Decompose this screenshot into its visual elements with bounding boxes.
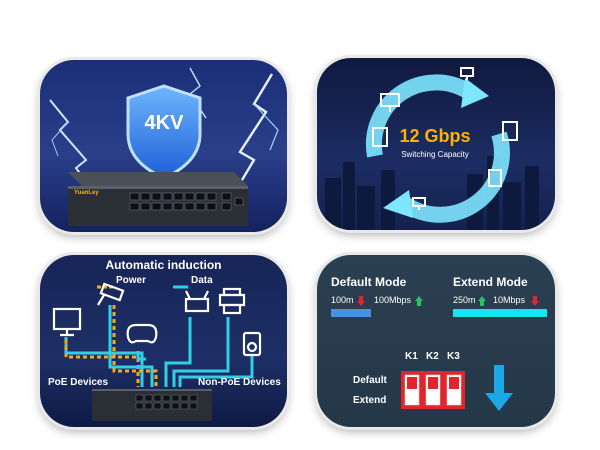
switching-cycle-icon (325, 67, 539, 230)
poe-devices-label: PoE Devices (48, 377, 109, 388)
poe-title: Automatic induction (105, 258, 222, 272)
switch-label-k1: K1 (405, 351, 418, 362)
network-switch-icon (68, 172, 248, 226)
default-distance: 100m (331, 295, 354, 305)
extend-mode-title: Extend Mode (453, 275, 528, 289)
surge-badge: 4KV (144, 112, 184, 134)
non-poe-devices-label: Non-PoE Devices (198, 377, 281, 388)
mode-panel: Default Mode Extend Mode 100m 100Mbps 25… (317, 255, 555, 427)
legend-power: Power (116, 275, 147, 286)
row-default-label: Default (353, 375, 387, 386)
capacity-caption: Switching Capacity (401, 150, 469, 159)
poe-induction-panel: Automatic induction Power Data PoE Devic… (40, 255, 287, 427)
switch-label-k2: K2 (426, 351, 439, 362)
mode-graphics (331, 296, 547, 411)
poe-wiring-diagram (52, 282, 262, 421)
surge-protection-panel: 4KV YuanLey (40, 60, 287, 232)
switching-capacity-panel: 12 Gbps Switching Capacity (317, 58, 555, 230)
extend-speed: 10Mbps (493, 295, 526, 305)
row-extend-label: Extend (353, 395, 387, 406)
default-speed: 100Mbps (374, 295, 412, 305)
switch-label-k3: K3 (447, 351, 460, 362)
capacity-value: 12 Gbps (399, 126, 471, 146)
default-mode-title: Default Mode (331, 275, 407, 289)
extend-distance: 250m (453, 295, 476, 305)
legend-data: Data (191, 275, 213, 286)
switch-brand: YuanLey (74, 190, 99, 196)
